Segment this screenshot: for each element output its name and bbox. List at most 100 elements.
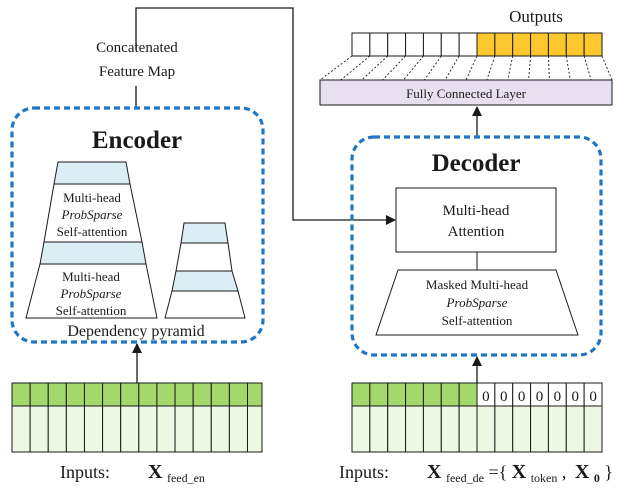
zero-placeholder: 0 bbox=[571, 389, 579, 405]
fc-fan-line bbox=[340, 55, 371, 81]
enc-block1-line3: Self-attention bbox=[57, 224, 128, 239]
encoder-small-pyramid bbox=[164, 222, 246, 319]
output-cell bbox=[530, 32, 549, 57]
concat-label-line2: Feature Map bbox=[99, 64, 175, 80]
input-token-cell bbox=[65, 382, 85, 407]
enc-block1-line2: ProbSparse bbox=[61, 207, 123, 222]
input-token-cell bbox=[138, 382, 158, 407]
fc-fan-line bbox=[565, 55, 571, 81]
input-token-cell bbox=[174, 382, 194, 407]
input-feature-cell bbox=[351, 405, 371, 453]
input-feature-cell bbox=[120, 405, 140, 453]
fc-fan-line bbox=[507, 55, 514, 81]
decoder-title: Decoder bbox=[432, 150, 521, 177]
dec-inputs-var: X bbox=[427, 461, 442, 483]
fc-fan-line bbox=[528, 55, 532, 81]
input-token-cell bbox=[247, 382, 263, 407]
input-feature-cell bbox=[387, 405, 407, 453]
output-cell bbox=[351, 32, 371, 57]
fc-fan-line bbox=[583, 55, 592, 81]
enc-inputs-var: X bbox=[148, 461, 163, 483]
mha-line2: Attention bbox=[448, 224, 505, 240]
input-feature-cell bbox=[247, 405, 263, 453]
fc-layer-label: Fully Connected Layer bbox=[406, 86, 527, 101]
enc-block2-line3: Self-attention bbox=[56, 303, 127, 318]
zero-placeholder: 0 bbox=[518, 389, 526, 405]
small-pyramid-band bbox=[171, 270, 239, 292]
input-feature-cell bbox=[530, 405, 549, 453]
pyramid-band bbox=[53, 161, 131, 185]
output-cell bbox=[476, 32, 496, 57]
enc-inputs-sub: feed_en bbox=[167, 471, 205, 485]
input-feature-cell bbox=[494, 405, 514, 453]
fc-fan-line bbox=[403, 55, 424, 81]
input-token-cell bbox=[405, 382, 424, 407]
input-token-cell bbox=[156, 382, 176, 407]
input-feature-cell bbox=[228, 405, 249, 453]
fully-connected-layer bbox=[319, 79, 613, 106]
input-feature-cell bbox=[29, 405, 49, 453]
output-cell bbox=[458, 32, 478, 57]
masked-line1: Masked Multi-head bbox=[426, 277, 529, 292]
pyramid-attention-block bbox=[25, 263, 158, 319]
masked-line2: ProbSparse bbox=[446, 295, 508, 310]
outputs-row bbox=[351, 32, 603, 57]
input-feature-cell bbox=[512, 405, 532, 453]
fc-fan-line bbox=[423, 55, 442, 81]
output-cell bbox=[422, 32, 442, 57]
input-feature-cell bbox=[156, 405, 176, 453]
zero-placeholder: 0 bbox=[554, 389, 562, 405]
fc-fan-line bbox=[465, 55, 478, 81]
fc-fan-line bbox=[319, 55, 353, 81]
zero-placeholder: 0 bbox=[482, 389, 490, 405]
output-cell bbox=[405, 32, 424, 57]
output-cell bbox=[494, 32, 514, 57]
input-token-cell bbox=[29, 382, 49, 407]
fc-fan-line bbox=[486, 55, 496, 81]
dec-comma: , bbox=[562, 462, 567, 482]
zero-placeholder: 0 bbox=[500, 389, 508, 405]
small-pyramid-band bbox=[180, 222, 229, 244]
dec-zero-var: X bbox=[575, 461, 590, 483]
concat-label-bg bbox=[70, 50, 205, 86]
input-feature-cell bbox=[565, 405, 585, 453]
input-token-cell bbox=[192, 382, 212, 407]
encoder-main-pyramid bbox=[25, 161, 158, 319]
output-cell bbox=[583, 32, 603, 57]
enc-block1-line1: Multi-head bbox=[63, 190, 121, 205]
input-feature-cell bbox=[440, 405, 460, 453]
input-feature-cell bbox=[583, 405, 603, 453]
fc-fan-line bbox=[601, 55, 613, 81]
input-token-cell bbox=[228, 382, 249, 407]
input-feature-cell bbox=[47, 405, 67, 453]
dec-token-sub: token bbox=[531, 471, 558, 485]
pyramid-band bbox=[39, 241, 147, 265]
input-feature-cell bbox=[369, 405, 389, 453]
encoder-inputs-label: Inputs: X feed_en bbox=[60, 461, 205, 485]
feature-map-connector bbox=[135, 7, 396, 225]
input-token-cell bbox=[83, 382, 104, 407]
enc-inputs-prefix: Inputs: bbox=[60, 462, 110, 482]
encoder-input-grid bbox=[11, 382, 263, 453]
decoder-inputs-label: Inputs: X feed_de ={ X token , X 0 } bbox=[339, 461, 613, 486]
dec-inputs-eq: ={ bbox=[488, 462, 507, 482]
input-feature-cell bbox=[547, 405, 567, 453]
input-feature-cell bbox=[422, 405, 442, 453]
multi-head-attention-block bbox=[395, 187, 557, 253]
fc-fan-line bbox=[382, 55, 406, 81]
input-feature-cell bbox=[458, 405, 478, 453]
encoder-box bbox=[10, 106, 265, 344]
output-cell bbox=[565, 32, 585, 57]
dec-zero-sub: 0 bbox=[594, 471, 600, 485]
input-token-cell bbox=[387, 382, 407, 407]
dec-inputs-prefix: Inputs: bbox=[339, 462, 389, 482]
input-token-cell bbox=[422, 382, 442, 407]
output-cell bbox=[387, 32, 407, 57]
input-token-cell bbox=[11, 382, 31, 407]
masked-attention-block bbox=[375, 269, 579, 336]
input-feature-cell bbox=[174, 405, 194, 453]
output-cell bbox=[440, 32, 460, 57]
input-token-cell bbox=[369, 382, 389, 407]
